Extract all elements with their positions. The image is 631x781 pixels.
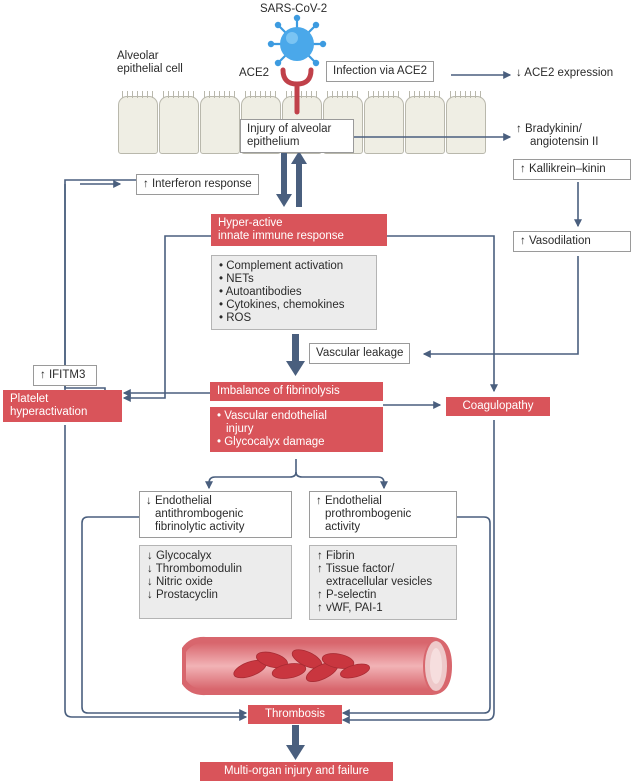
receptor-label: ACE2 <box>239 67 270 79</box>
prothrombogenic-box: ↑ Endothelial prothrombogenic activity <box>309 491 457 538</box>
bradykinin-label: ↑ Bradykinin/ angiotensin II <box>516 123 599 148</box>
microvilli <box>450 91 482 98</box>
microvilli <box>409 91 441 98</box>
epithelial-cell <box>200 91 240 154</box>
blood-vessel-illustration <box>182 636 452 696</box>
vasodilation-box: ↑ Vasodilation <box>513 231 631 252</box>
epithelial-cell <box>159 91 199 154</box>
virus-particle-icon <box>267 14 327 67</box>
microvilli <box>368 91 400 98</box>
cell-label: Alveolar epithelial cell <box>117 50 183 75</box>
microvilli <box>327 91 359 98</box>
thrombosis-box: Thrombosis <box>248 705 342 724</box>
injury-box: Injury of alveolar epithelium <box>240 119 354 153</box>
flow-arrows <box>64 71 582 760</box>
endothelial-injury-box: • Vascular endothelial injury • Glycocal… <box>210 407 383 452</box>
interferon-box: ↑ Interferon response <box>136 174 259 195</box>
microvilli <box>163 91 195 98</box>
platelet-box: Platelet hyperactivation <box>3 390 122 422</box>
ace2-expression-label: ↓ ACE2 expression <box>516 67 614 79</box>
microvilli <box>286 91 318 98</box>
virus-label: SARS-CoV-2 <box>260 3 328 15</box>
epithelial-cell <box>405 91 445 154</box>
kallikrein-box: ↑ Kallikrein–kinin <box>513 159 631 180</box>
vascular-leakage-box: Vascular leakage <box>309 343 411 364</box>
microvilli <box>122 91 154 98</box>
epithelial-cell <box>364 91 404 154</box>
antithrombogenic-factors-box: ↓ Glycocalyx ↓ Thrombomodulin ↓ Nitric o… <box>139 545 292 619</box>
ace2-receptor-icon <box>280 67 314 115</box>
microvilli <box>245 91 277 98</box>
innate-immune-box: Hyper-active innate immune response <box>211 214 387 246</box>
immune-factors-box: • Complement activation • NETs • Autoant… <box>211 255 377 330</box>
outcome-box: Multi-organ injury and failure <box>200 762 393 781</box>
epithelial-cell <box>446 91 486 154</box>
prothrombogenic-factors-box: ↑ Fibrin ↑ Tissue factor/ extracellular … <box>309 545 457 620</box>
fibrinolysis-box: Imbalance of fibrinolysis <box>210 382 383 401</box>
epithelial-cell <box>118 91 158 154</box>
coagulopathy-box: Coagulopathy <box>446 397 550 416</box>
microvilli <box>204 91 236 98</box>
antithrombogenic-box: ↓ Endothelial antithrombogenic fibrinoly… <box>139 491 292 538</box>
ifitm3-box: ↑ IFITM3 <box>33 365 97 386</box>
infection-box: Infection via ACE2 <box>326 61 434 82</box>
